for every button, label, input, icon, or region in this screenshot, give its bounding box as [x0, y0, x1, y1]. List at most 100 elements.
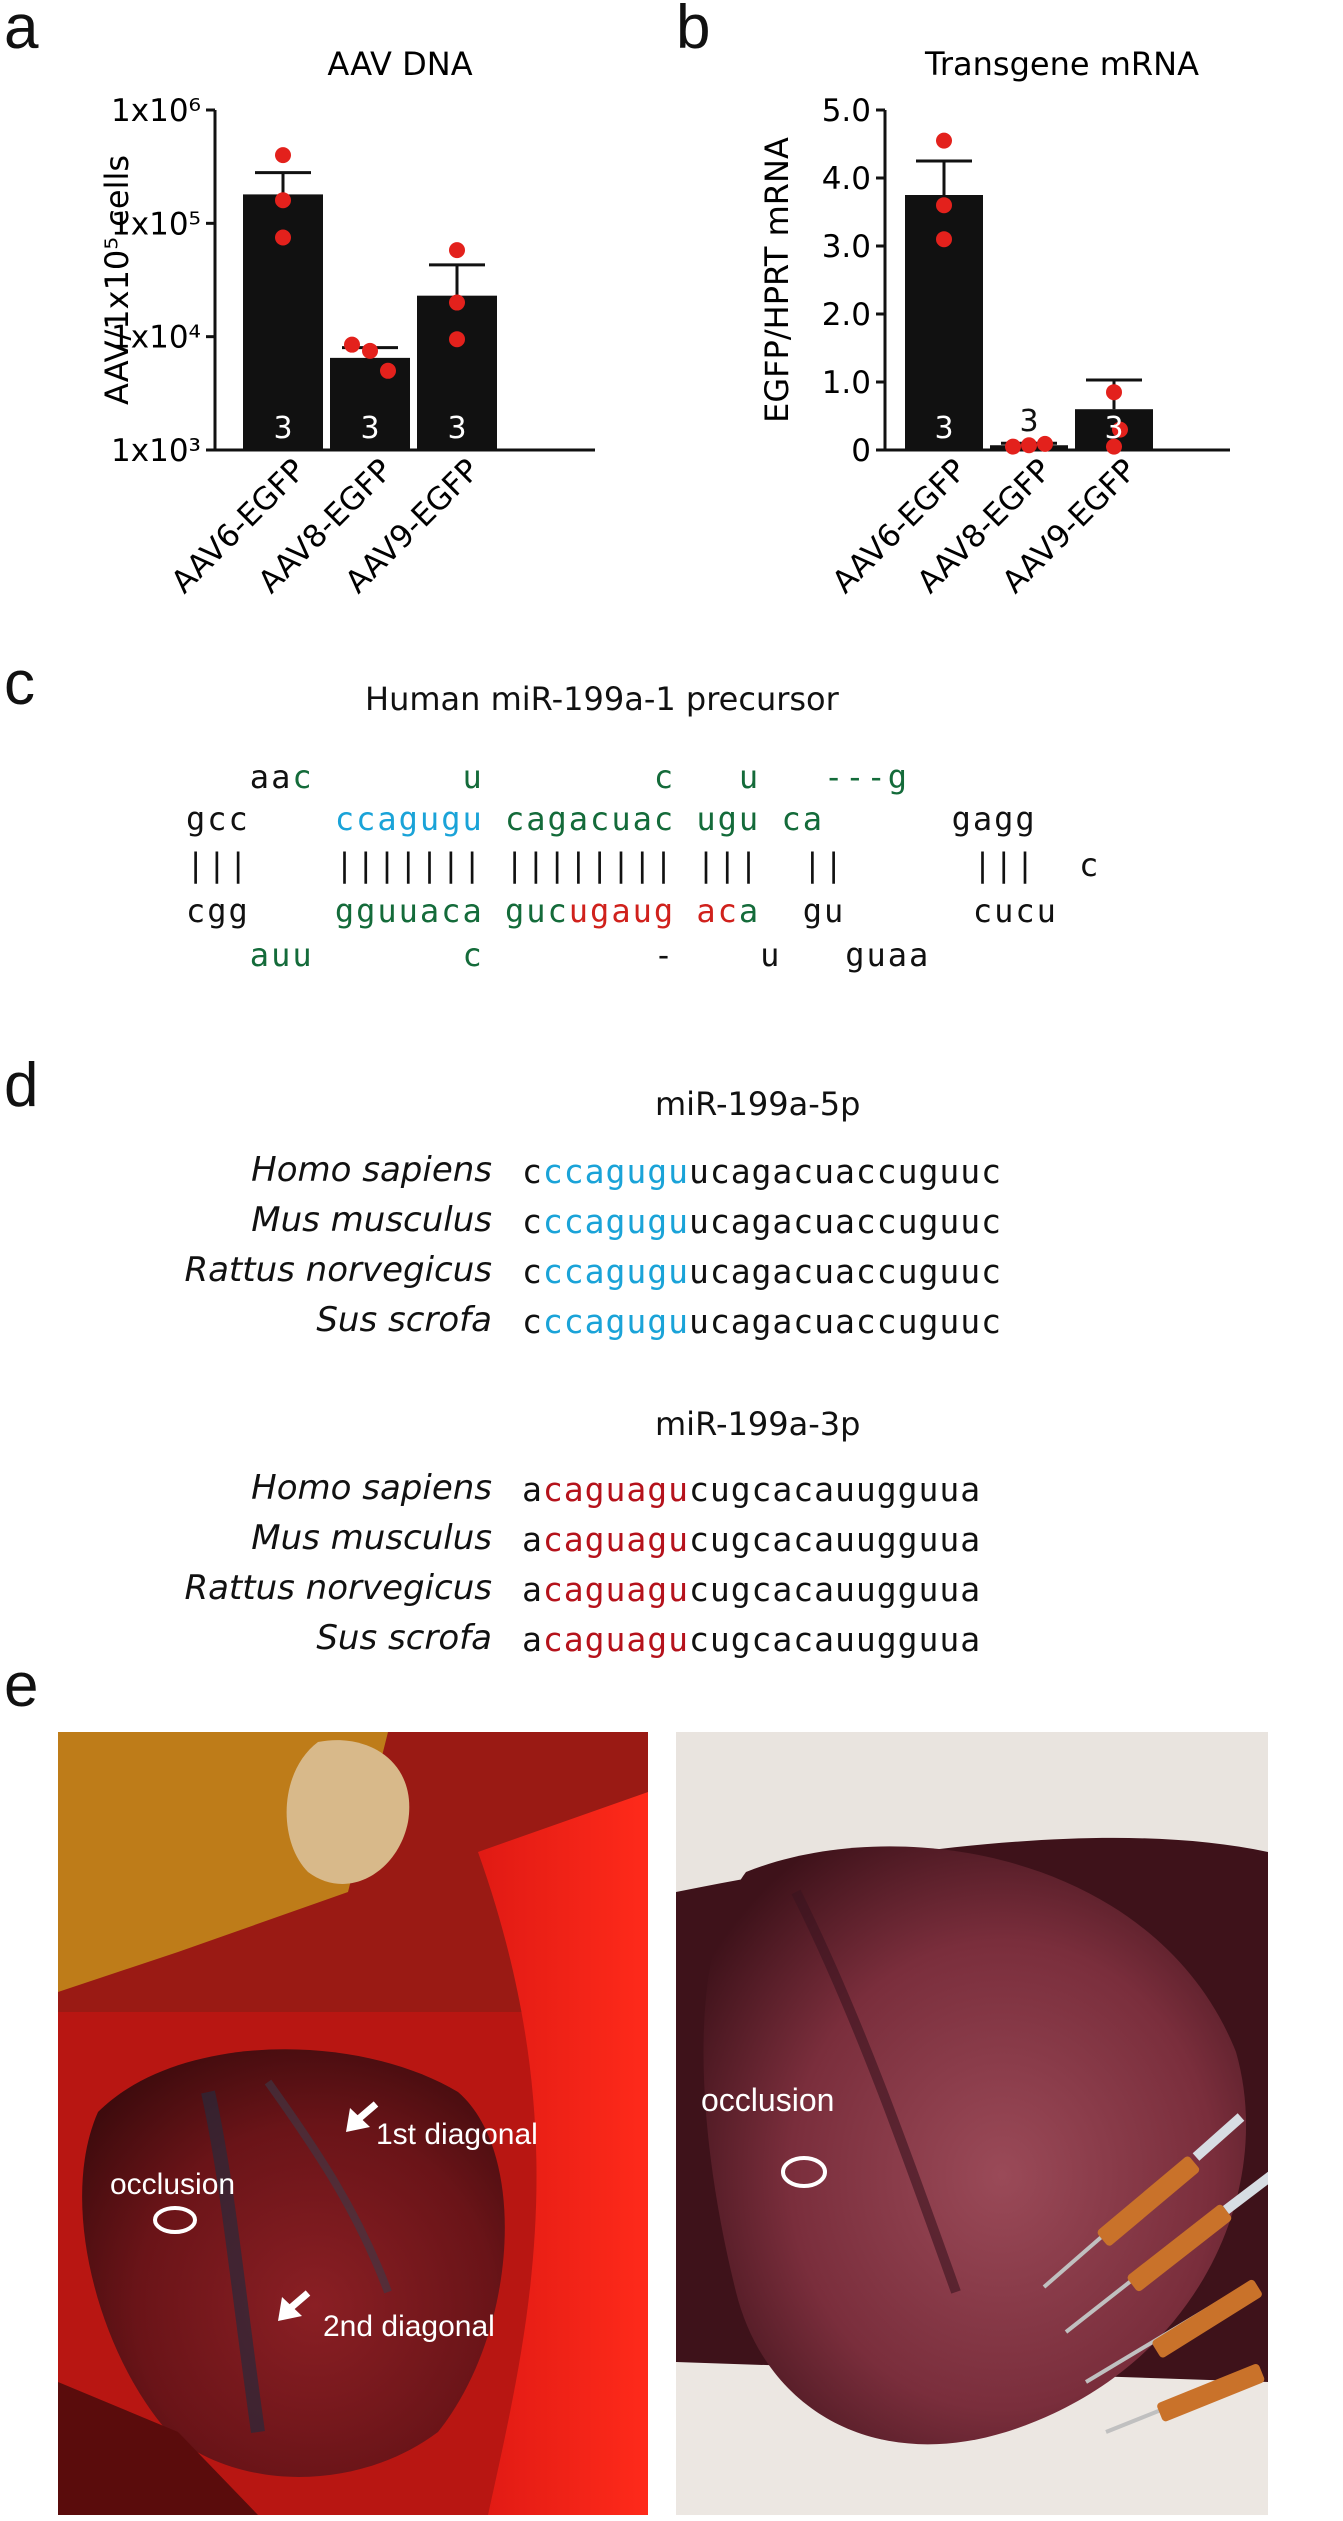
y-tick-label: 1.0 [822, 365, 871, 401]
precursor-segment: c [292, 758, 314, 796]
seed-sequence: caguagu [542, 1470, 689, 1509]
mirna-sequence: acaguagucugcacauugguua [522, 1520, 981, 1559]
y-tick-label: 3.0 [822, 229, 871, 265]
precursor-segment: ugaug [568, 892, 676, 930]
y-tick-label: 0 [851, 433, 871, 469]
precursor-line: auu c - u guaa [186, 936, 930, 974]
data-point [449, 242, 465, 259]
data-point [449, 331, 465, 348]
precursor-title: Human miR-199a-1 precursor [365, 680, 839, 718]
y-axis-label: AAV/1x10⁵ cells [98, 155, 136, 405]
second-diagonal-label: 2nd diagonal [323, 2310, 495, 2343]
precursor-segment: ccagugu [334, 800, 484, 838]
n-label: 3 [934, 411, 953, 446]
sequence-prefix: c [522, 1252, 543, 1291]
sequence-suffix: cugcacauugguua [688, 1520, 982, 1559]
sequence-suffix: ucagacuaccuguuc [688, 1252, 1002, 1291]
panel-label-c: c [4, 649, 35, 718]
sequence-prefix: c [522, 1302, 543, 1341]
precursor-line: ||| ||||||| |||||||| ||| || ||| c [186, 846, 1100, 884]
mirna-sequence: cccaguguucagacuaccuguuc [522, 1152, 1002, 1191]
data-point [362, 342, 378, 359]
syringe-icon [1064, 2171, 1268, 2334]
panel-label-d: d [4, 1051, 39, 1120]
sequence-prefix: a [522, 1620, 543, 1659]
sequence-prefix: a [522, 1520, 543, 1559]
sequence-suffix: cugcacauugguua [688, 1470, 982, 1509]
data-point [1005, 438, 1021, 455]
mirna-sequence: acaguagucugcacauugguua [522, 1620, 981, 1659]
y-tick-label: 1x10⁴ [111, 320, 201, 356]
n-label: 3 [360, 411, 379, 446]
n-label: 3 [1104, 411, 1123, 446]
occlusion-marker-right [781, 2156, 827, 2188]
species-name: Rattus norvegicus [184, 1250, 492, 1290]
panel-label-a: a [4, 0, 39, 62]
sequence-prefix: c [522, 1202, 543, 1241]
sequence-prefix: c [522, 1152, 543, 1191]
mirna-sequence: cccaguguucagacuaccuguuc [522, 1302, 1002, 1341]
data-point [936, 231, 952, 248]
sequence-suffix: cugcacauugguua [688, 1620, 982, 1659]
y-axis-label: EGFP/HPRT mRNA [758, 137, 796, 423]
data-point [449, 294, 465, 311]
seed-sequence: caguagu [542, 1570, 689, 1609]
mirna-sequence: cccaguguucagacuaccuguuc [522, 1202, 1002, 1241]
data-point [275, 147, 291, 164]
seed-sequence: ccagugu [542, 1202, 689, 1241]
sequence-suffix: cugcacauugguua [688, 1570, 982, 1609]
species-name: Sus scrofa [316, 1300, 492, 1340]
bar [330, 357, 410, 450]
precursor-segment: gagg [823, 800, 1037, 838]
species-name: Homo sapiens [251, 1150, 492, 1190]
alignment-title: miR-199a-3p [655, 1405, 861, 1443]
chart-title: Transgene mRNA [924, 45, 1199, 83]
precursor-line: cgg gguuaca gucugaug aca gu cucu [186, 892, 1058, 930]
data-point [275, 229, 291, 246]
sequence-suffix: ucagacuaccuguuc [688, 1202, 1002, 1241]
heart-photo-right-image [676, 1732, 1268, 2515]
syringe-icon [1042, 2113, 1245, 2289]
species-name: Sus scrofa [316, 1618, 492, 1658]
data-point [936, 132, 952, 149]
precursor-segment: ||| ||||||| |||||||| ||| || ||| c [186, 846, 1101, 884]
seed-sequence: ccagugu [542, 1302, 689, 1341]
precursor-segment: u c u ---g [313, 758, 910, 796]
precursor-segment: gguuaca guc [334, 892, 569, 930]
data-point [1106, 438, 1122, 455]
alignment-title: miR-199a-5p [655, 1085, 861, 1123]
precursor-segment: ac [696, 892, 739, 930]
precursor-segment: cagacuac ugu ca [483, 800, 824, 838]
heart-photo-left-image [58, 1732, 648, 2515]
precursor-segment: gcc [186, 800, 335, 838]
mirna-sequence: acaguagucugcacauugguua [522, 1570, 981, 1609]
sequence-prefix: a [522, 1470, 543, 1509]
precursor-segment: gu cucu [760, 892, 1058, 930]
occlusion-label-left: occlusion [110, 2168, 236, 2201]
species-name: Rattus norvegicus [184, 1568, 492, 1608]
data-point [1112, 421, 1128, 438]
y-tick-label: 1x10³ [111, 433, 201, 469]
arrow-head-icon [346, 2108, 370, 2132]
occlusion-label-right: occlusion [701, 2082, 835, 2118]
species-name: Homo sapiens [251, 1468, 492, 1508]
sequence-suffix: ucagacuaccuguuc [688, 1152, 1002, 1191]
n-label: 3 [1019, 404, 1038, 439]
data-point [1037, 435, 1053, 452]
arrow-head-icon [278, 2297, 302, 2321]
data-point [275, 192, 291, 209]
species-name: Mus musculus [251, 1518, 492, 1558]
first-diagonal-label: 1st diagonal [376, 2118, 538, 2151]
precursor-segment: - u guaa [483, 936, 931, 974]
panel-label-b: b [676, 0, 711, 62]
data-point [1021, 437, 1037, 454]
precursor-segment [675, 892, 696, 930]
n-label: 3 [273, 411, 292, 446]
mirna-sequence: cccaguguucagacuaccuguuc [522, 1252, 1002, 1291]
precursor-line: aac u c u ---g [186, 758, 909, 796]
chart-title: AAV DNA [327, 45, 472, 83]
data-point [344, 336, 360, 353]
mirna-sequence: acaguagucugcacauugguua [522, 1470, 981, 1509]
y-tick-label: 1x10⁵ [111, 206, 201, 242]
